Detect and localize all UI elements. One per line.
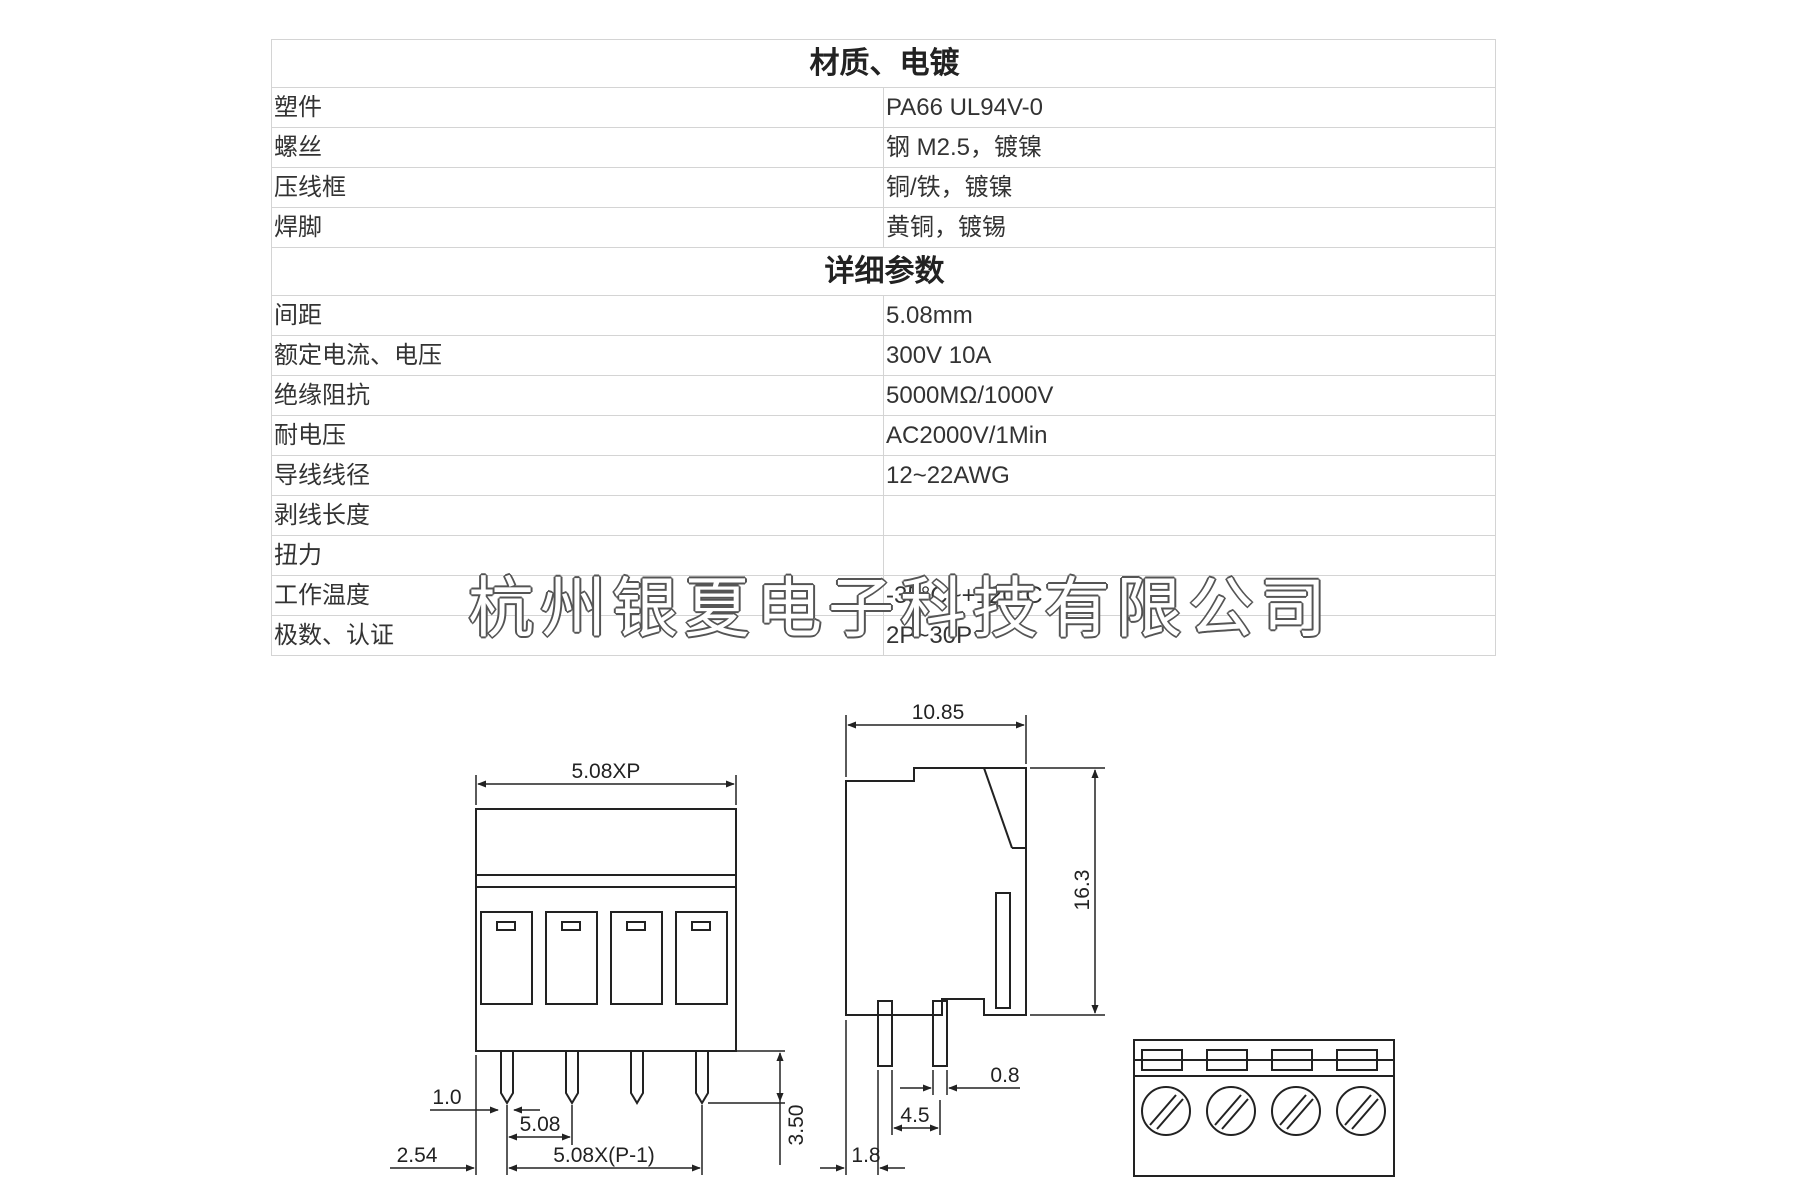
row-value bbox=[883, 535, 1496, 576]
row-value: -35°C~+120°C bbox=[883, 575, 1496, 616]
dim-label: 5.08 bbox=[520, 1113, 561, 1136]
table-row: 塑件 PA66 UL94V-0 bbox=[271, 87, 1496, 128]
row-label: 间距 bbox=[271, 295, 884, 336]
dim-label: 1.0 bbox=[432, 1086, 461, 1109]
row-label: 极数、认证 bbox=[271, 615, 884, 656]
row-value bbox=[883, 495, 1496, 536]
side-dimension-labels: 10.85 16.3 0.8 4.5 1.8 bbox=[851, 701, 1094, 1167]
spec-table: 材质、电镀 塑件 PA66 UL94V-0 螺丝 钢 M2.5，镀镍 压线框 铜… bbox=[271, 39, 1496, 656]
table-row: 扭力 bbox=[271, 535, 1496, 576]
row-value: 5.08mm bbox=[883, 295, 1496, 336]
screw-heads bbox=[1141, 1086, 1386, 1136]
table-row: 焊脚 黄铜，镀锡 bbox=[271, 207, 1496, 248]
row-label: 扭力 bbox=[271, 535, 884, 576]
table-row: 耐电压 AC2000V/1Min bbox=[271, 415, 1496, 456]
section-title-detail: 详细参数 bbox=[271, 247, 1496, 296]
dim-label: 3.50 bbox=[785, 1105, 808, 1146]
front-dimensions bbox=[390, 775, 785, 1175]
table-row: 剥线长度 bbox=[271, 495, 1496, 536]
top-view bbox=[1133, 1039, 1395, 1177]
dim-label: 5.08X(P-1) bbox=[553, 1144, 655, 1167]
row-value: 2P~30P bbox=[883, 615, 1496, 656]
dim-label: 5.08XP bbox=[572, 760, 641, 783]
front-dimension-labels: 5.08XP 1.0 5.08 2.54 5.08X(P-1) 3.50 bbox=[397, 760, 808, 1167]
table-row: 间距 5.08mm bbox=[271, 295, 1496, 336]
row-value: AC2000V/1Min bbox=[883, 415, 1496, 456]
table-row: 极数、认证 2P~30P bbox=[271, 615, 1496, 656]
table-row: 绝缘阻抗 5000MΩ/1000V bbox=[271, 375, 1496, 416]
dim-label: 2.54 bbox=[397, 1144, 438, 1167]
row-label: 剥线长度 bbox=[271, 495, 884, 536]
section-header-detail: 详细参数 bbox=[271, 247, 1496, 296]
table-row: 额定电流、电压 300V 10A bbox=[271, 335, 1496, 376]
row-label: 压线框 bbox=[271, 167, 884, 208]
dim-label: 16.3 bbox=[1071, 870, 1094, 911]
terminal-openings bbox=[480, 911, 728, 1005]
front-view bbox=[475, 808, 737, 1105]
row-label: 塑件 bbox=[271, 87, 884, 128]
side-dimensions bbox=[820, 715, 1105, 1175]
front-pins bbox=[500, 1051, 709, 1105]
row-value: 12~22AWG bbox=[883, 455, 1496, 496]
dim-label: 0.8 bbox=[990, 1064, 1019, 1087]
table-row: 导线线径 12~22AWG bbox=[271, 455, 1496, 496]
section-title-material: 材质、电镀 bbox=[271, 39, 1496, 88]
screw-slots bbox=[1141, 1049, 1378, 1071]
dim-label: 10.85 bbox=[912, 701, 965, 724]
section-header-material: 材质、电镀 bbox=[271, 39, 1496, 88]
dim-label: 1.8 bbox=[851, 1144, 880, 1167]
side-view bbox=[845, 767, 1027, 1067]
row-value: PA66 UL94V-0 bbox=[883, 87, 1496, 128]
dim-label: 4.5 bbox=[900, 1104, 929, 1127]
row-label: 耐电压 bbox=[271, 415, 884, 456]
